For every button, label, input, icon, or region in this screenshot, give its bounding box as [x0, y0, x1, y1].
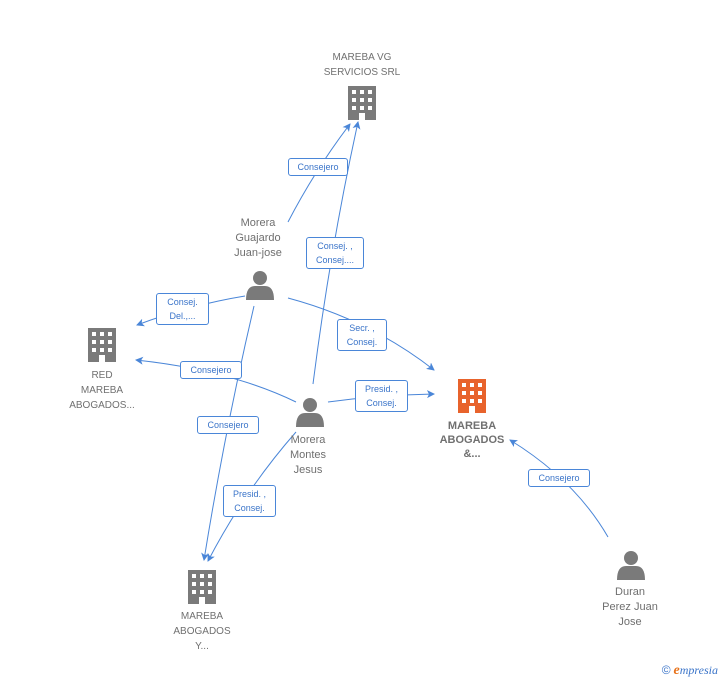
node-label-red-mareba[interactable]: RED MAREBA ABOGADOS...: [69, 370, 135, 411]
edge-label: Consej. , Consej....: [306, 237, 364, 269]
building-icon: [188, 570, 216, 604]
edge-label: Secr. , Consej.: [337, 319, 387, 351]
node-label-mareba-vg-servicios[interactable]: MAREBA VG SERVICIOS SRL: [323, 52, 401, 78]
brand-name: mpresia: [679, 663, 718, 677]
node-label-mareba-abogados-y[interactable]: MAREBA ABOGADOS Y...: [173, 611, 231, 652]
edge-label: Presid. , Consej.: [355, 380, 408, 412]
edge-label: Consejero: [197, 416, 259, 434]
copyright-symbol: ©: [661, 663, 671, 677]
edge-label: Consejero: [528, 469, 590, 487]
person-icon: [296, 398, 324, 427]
empresia-watermark: ©empresia: [662, 663, 718, 679]
edge-label: Consejero: [288, 158, 348, 176]
building-icon: [348, 86, 376, 120]
node-label-duran-perez[interactable]: Duran Perez Juan Jose: [602, 586, 658, 628]
building-icon: [88, 328, 116, 362]
person-icon: [246, 271, 274, 300]
building-icon: [458, 379, 486, 413]
edge-label: Presid. , Consej.: [223, 485, 276, 517]
person-icon: [617, 551, 645, 580]
node-label-mareba-abogados-main[interactable]: MAREBA ABOGADOS &...: [439, 420, 505, 460]
node-label-morera-montes[interactable]: Morera Montes Jesus: [289, 434, 327, 476]
brand-initial: e: [673, 663, 680, 678]
node-label-morera-guajardo[interactable]: Morera Guajardo Juan-jose: [234, 217, 282, 259]
edge-label: Consej. Del.,...: [156, 293, 209, 325]
edge-label: Consejero: [180, 361, 242, 379]
